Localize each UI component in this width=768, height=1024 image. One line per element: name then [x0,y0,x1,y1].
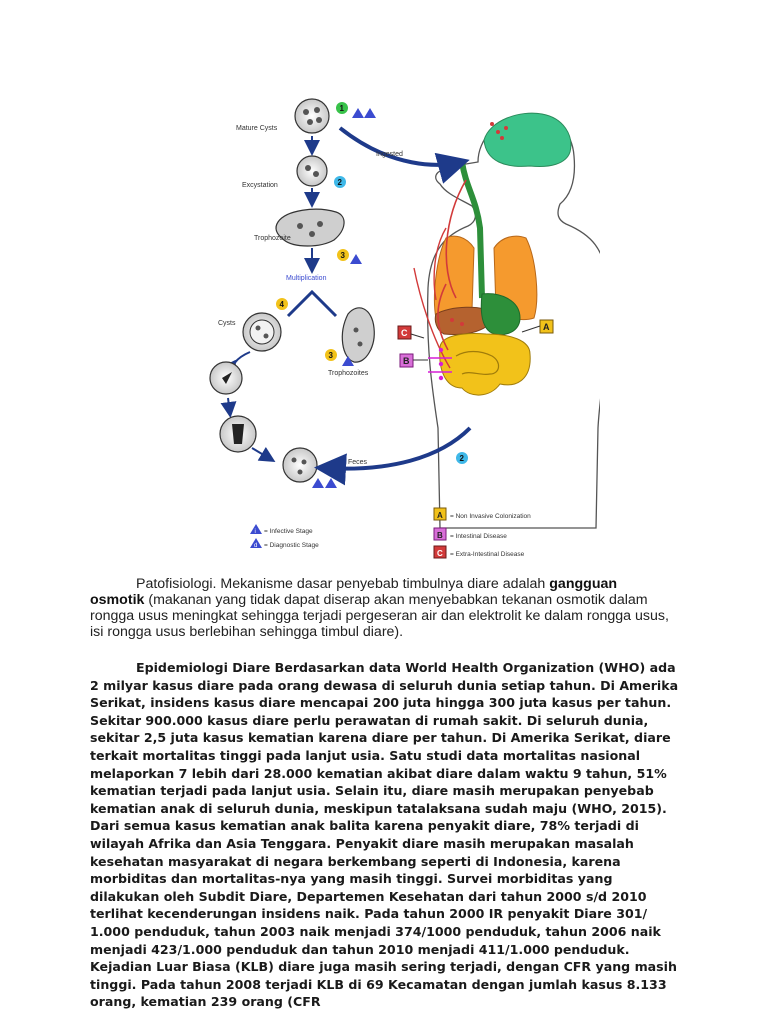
svg-text:C: C [437,549,443,558]
box-a-pointer [521,325,541,333]
svg-text:B: B [437,531,443,540]
step-1-circle [336,102,348,114]
diagnostic-icon-troph [350,254,362,264]
box-c-pointer [410,333,425,339]
arrow-ingested [338,126,470,184]
svg-text:C: C [401,328,408,338]
step-2b-circle [456,452,468,464]
step-3-number: 3 [341,251,346,260]
step-2-number: 2 [338,178,343,187]
label-trophozoite: Trophozoite [254,235,291,242]
epidemiology-paragraph: Epidemiologi Diare Berdasarkan data Worl… [90,659,680,1011]
mature-cyst-image [294,98,330,134]
label-feces: Feces [348,459,368,466]
stage-icons-excreted [312,478,337,488]
trophozoites-image [341,307,375,363]
step-4-number: 4 [280,300,285,309]
svg-text:= Intestinal Disease: = Intestinal Disease [450,533,507,540]
step-1-number: 1 [340,104,345,113]
cyst-stage-image-1 [209,361,243,395]
svg-text:= Extra-Intestinal Disease: = Extra-Intestinal Disease [450,551,525,558]
label-trophozoites: Trophozoites [328,370,369,377]
cyst-stage-image-2 [219,415,257,453]
svg-text:= Infective Stage: = Infective Stage [264,528,313,535]
life-cycle-figure: Mature Cysts 1 Excystation 2 Trophozoite… [209,98,600,559]
box-c: C [397,325,412,340]
label-excystation: Excystation [242,182,278,189]
arrow-branch [286,289,338,318]
para1-rest: (makanan yang tidak dapat diserap akan m… [90,592,669,640]
step-2-circle [334,176,346,188]
step-2b-number: 2 [460,454,465,463]
stage-legend: i = Infective Stage d = Diagnostic Stage [250,524,319,549]
pathophysiology-paragraph: Patofisiologi. Mekanisme dasar penyebab … [90,576,675,640]
box-b: B [399,353,414,368]
para2-text: Epidemiologi Diare Berdasarkan data Worl… [90,660,679,1010]
arrow-stage-1-to-2 [220,397,237,418]
svg-text:= Non Invasive Colonization: = Non Invasive Colonization [450,513,531,520]
svg-text:A: A [543,322,550,332]
para1-bold-term: gangguan osmotik [90,576,618,608]
svg-text:B: B [403,356,410,366]
stage-icons-mature [352,108,376,118]
step-4-circle [276,298,288,310]
label-multiplication: Multiplication [286,275,327,282]
step-3b-circle [325,349,337,361]
trophozoite-image [275,208,345,247]
arrow-feces [314,426,472,486]
step-3-circle [337,249,349,261]
label-mature-cysts: Mature Cysts [236,125,278,132]
excreted-cyst-image [282,447,318,483]
disease-legend: A = Non Invasive Colonization B = Intest… [433,507,531,559]
svg-text:A: A [437,511,443,520]
arrow-stage-2-to-3 [251,446,276,463]
box-a: A [539,319,554,334]
excystation-image [296,155,328,187]
svg-text:i: i [255,529,256,535]
label-cysts: Cysts [218,320,236,327]
label-ingested: Ingested [376,151,403,158]
svg-text:= Diagnostic Stage: = Diagnostic Stage [264,542,319,549]
human-body [413,112,600,529]
diagnostic-icon-trophs [342,356,354,366]
svg-text:d: d [254,543,257,549]
step-3b-number: 3 [329,351,334,360]
para1-intro: Patofisiologi. Mekanisme dasar penyebab … [136,576,550,592]
cysts-image [242,312,282,352]
